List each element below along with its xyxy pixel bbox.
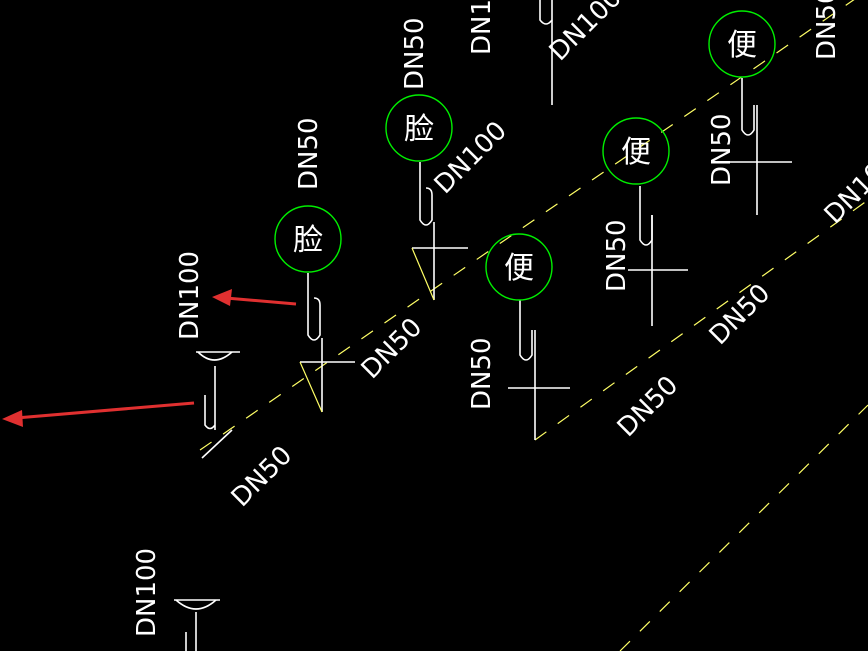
pipe-centerlines	[199, 0, 868, 651]
label-dn50-toilet-3: DN50	[707, 113, 737, 186]
fixture-washbasin-1[interactable]: 脸	[274, 205, 342, 273]
floor-drain-upper-branch	[201, 429, 233, 459]
toilet-1-label: 便	[504, 251, 534, 286]
label-dn50-diag-1: DN50	[226, 440, 299, 513]
arrow-2-head	[2, 410, 23, 427]
washbasin-1-label: 脸	[293, 223, 323, 258]
toilet-3-label: 便	[727, 28, 757, 63]
arrow-2-shaft	[15, 401, 195, 420]
label-dn100-diag-3: DN100	[819, 146, 868, 230]
washbasin-1-slope	[299, 361, 323, 413]
washbasin-1-circle	[274, 205, 342, 273]
toilet-3-circle	[708, 10, 776, 78]
washbasin-2-label: 脸	[404, 112, 434, 147]
label-dn50-toilet-2: DN50	[602, 219, 632, 292]
label-dn100-diag-1: DN100	[429, 116, 513, 200]
label-dn50-diag-4: DN50	[704, 278, 777, 351]
label-dn50-washbasin-2: DN50	[400, 17, 430, 90]
label-dn100-bottom-left: DN100	[132, 548, 162, 637]
toilet-1-circle	[485, 233, 553, 301]
annotation-arrow-1	[212, 289, 297, 306]
arrow-1-shaft	[225, 296, 297, 306]
washbasin-2-trap	[419, 162, 433, 226]
annotation-arrow-2	[2, 401, 195, 427]
fixture-toilet-2[interactable]: 便	[602, 117, 670, 185]
toilet-2-label: 便	[621, 135, 651, 170]
centerline-lower	[619, 404, 868, 651]
arrow-1-head	[212, 289, 232, 306]
label-dn50-top-right: DN50	[812, 0, 842, 60]
centerline-main	[199, 0, 855, 451]
toilet-3-trap	[741, 78, 755, 136]
label-dn50-toilet-1: DN50	[467, 337, 497, 410]
centerline-right	[534, 199, 868, 441]
label-dn100-top: DN100	[467, 0, 497, 55]
label-dn50-diag-3: DN50	[612, 370, 685, 443]
washbasin-2-circle	[385, 94, 453, 162]
top-riser-trap	[539, 0, 553, 25]
label-dn50-washbasin-1: DN50	[294, 117, 324, 190]
fixture-toilet-1[interactable]: 便	[485, 233, 553, 301]
toilet-2-trap	[639, 186, 653, 246]
washbasin-2-slope	[411, 247, 435, 301]
label-dn50-diag-2: DN50	[356, 312, 429, 385]
pipe-size-labels: DN100 DN50 DN50 DN50 DN50 DN50 DN100 DN5…	[132, 0, 868, 637]
fixture-washbasin-2[interactable]: 脸	[385, 94, 453, 162]
toilet-1-trap	[519, 300, 533, 361]
floor-drain-upper	[197, 351, 233, 361]
toilet-2-circle	[602, 117, 670, 185]
washbasin-1-trap	[307, 273, 321, 341]
fixture-toilet-3[interactable]: 便	[708, 10, 776, 78]
label-dn100-diag-2: DN100	[544, 0, 628, 67]
label-dn100-left: DN100	[175, 251, 205, 340]
floor-drain-lower	[175, 599, 217, 610]
floor-drain-upper-trap	[204, 366, 216, 430]
pipe-network	[174, 0, 792, 651]
